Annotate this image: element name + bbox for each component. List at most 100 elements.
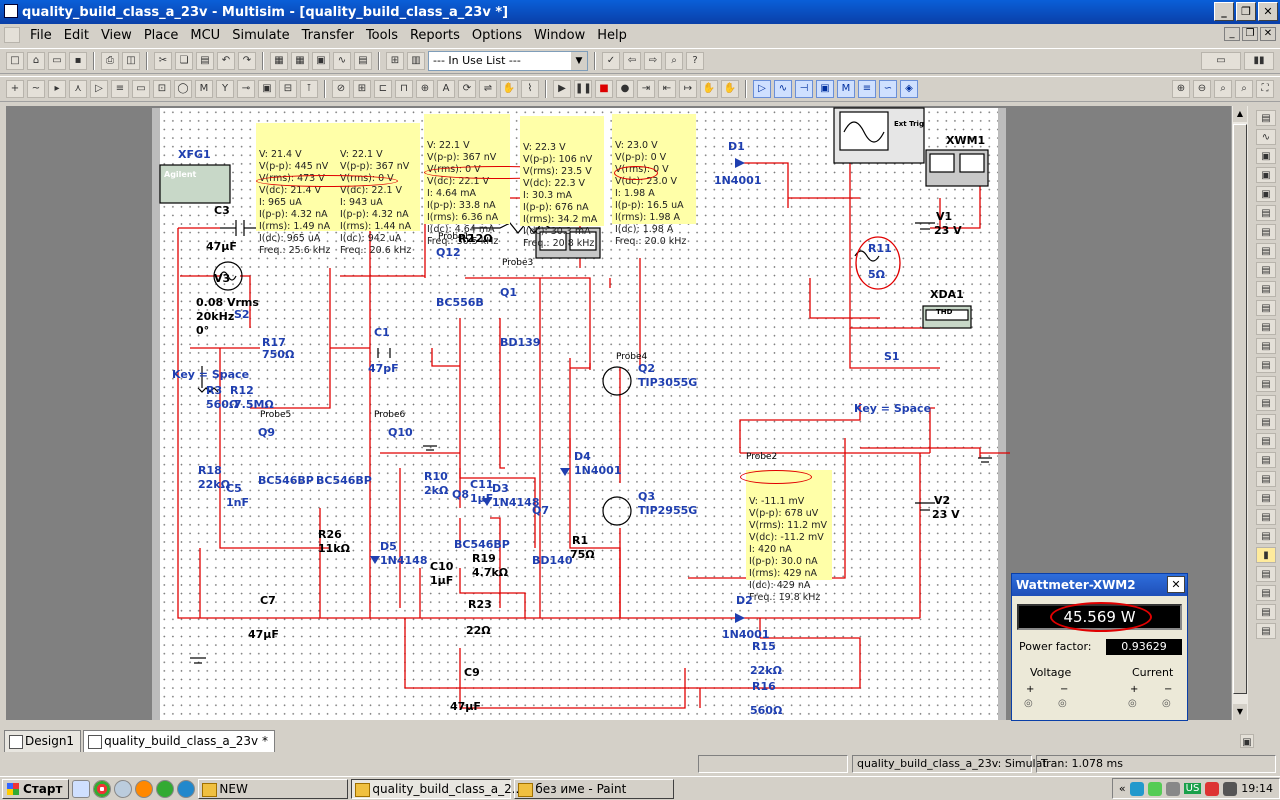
erc-icon[interactable]: ✓: [602, 52, 620, 70]
instrument-ni-elvis-icon[interactable]: ▤: [1256, 509, 1276, 525]
wattmeter-titlebar[interactable]: Wattmeter-XWM2 ✕: [1012, 574, 1187, 596]
menu-window[interactable]: Window: [534, 27, 586, 43]
database-icon[interactable]: ▣: [312, 52, 330, 70]
scroll-up-icon[interactable]: ▲: [1233, 106, 1247, 122]
antivirus-icon[interactable]: [1165, 781, 1180, 796]
transistor-icon[interactable]: ⋏: [69, 80, 87, 98]
printer-icon[interactable]: [1223, 781, 1238, 796]
close-button[interactable]: ✕: [1258, 2, 1278, 21]
language-indicator[interactable]: US: [1183, 783, 1202, 794]
step-icon[interactable]: ●: [616, 80, 634, 98]
start-button[interactable]: Старт: [2, 778, 70, 799]
in-use-list-dropdown[interactable]: --- In Use List ---: [428, 51, 588, 71]
comment-icon[interactable]: ⊏: [374, 80, 392, 98]
wattmeter-icon[interactable]: ⊣: [795, 80, 813, 98]
menu-transfer[interactable]: Transfer: [301, 27, 354, 43]
instrument-agilent-gen-icon[interactable]: ▤: [1256, 376, 1276, 392]
pause-icon[interactable]: ❚❚: [574, 80, 592, 98]
instrument-network-icon[interactable]: ▤: [1256, 357, 1276, 373]
multisim-app-icon[interactable]: [4, 4, 18, 18]
instrument-logic-converter-icon[interactable]: ▤: [1256, 281, 1276, 297]
vertical-scrollbar[interactable]: ▲ ▼: [1231, 106, 1248, 720]
oscilloscope-icon[interactable]: ▣: [816, 80, 834, 98]
doc-close-button[interactable]: ✕: [1260, 27, 1276, 41]
instrument-logic-analyzer-icon[interactable]: ▤: [1256, 262, 1276, 278]
instrument-measure-probe-icon[interactable]: ▤: [1256, 452, 1276, 468]
indicator-icon[interactable]: ◯: [174, 80, 192, 98]
cmos-icon[interactable]: ▭: [132, 80, 150, 98]
breakpoint-icon[interactable]: ✋: [700, 80, 718, 98]
firefox-icon[interactable]: [135, 779, 154, 798]
restore-button[interactable]: ❐: [1236, 2, 1256, 21]
toggle-full-screen-icon[interactable]: ▦: [270, 52, 288, 70]
zoom-search-icon[interactable]: ⌕: [665, 52, 683, 70]
basic-icon[interactable]: ~: [27, 80, 45, 98]
paste-icon[interactable]: ▤: [196, 52, 214, 70]
instrument-oscilloscope-icon[interactable]: ▣: [1256, 167, 1276, 183]
ttl-icon[interactable]: ≡: [111, 80, 129, 98]
instrument-4ch-scope-icon[interactable]: ▣: [1256, 186, 1276, 202]
instrument-spectrum-icon[interactable]: ▤: [1256, 338, 1276, 354]
electromech-icon[interactable]: ⊸: [237, 80, 255, 98]
mcu-icon[interactable]: ▣: [258, 80, 276, 98]
instrument-distortion-icon[interactable]: ▤: [1256, 319, 1276, 335]
function-generator-icon[interactable]: ∿: [774, 80, 792, 98]
tab-quality-build[interactable]: quality_build_class_a_23v *: [83, 730, 275, 752]
ladder-icon[interactable]: ⊞: [353, 80, 371, 98]
zoom-area-icon[interactable]: ⌕: [1214, 80, 1232, 98]
step-out-icon[interactable]: ⇤: [658, 80, 676, 98]
menu-help[interactable]: Help: [597, 27, 627, 43]
toggle-view-icon[interactable]: ▭: [1201, 52, 1241, 70]
scroll-down-icon[interactable]: ▼: [1233, 704, 1247, 720]
probe-icon[interactable]: ⊘: [332, 80, 350, 98]
voltage-minus-connector-icon[interactable]: ◎: [1058, 698, 1067, 709]
menu-place[interactable]: Place: [143, 27, 179, 43]
run-icon[interactable]: ▶: [553, 80, 571, 98]
graph-icon[interactable]: ⊓: [395, 80, 413, 98]
open-icon[interactable]: ⌂: [27, 52, 45, 70]
instrument-extra2-icon[interactable]: ▤: [1256, 566, 1276, 582]
voltage-plus-connector-icon[interactable]: ◎: [1024, 698, 1033, 709]
instrument-generator-icon[interactable]: ∿: [1256, 129, 1276, 145]
menu-simulate[interactable]: Simulate: [232, 27, 290, 43]
stop-icon[interactable]: ■: [595, 80, 613, 98]
menu-reports[interactable]: Reports: [409, 27, 460, 43]
current-plus-terminal[interactable]: +: [1130, 684, 1139, 695]
current-minus-connector-icon[interactable]: ◎: [1162, 698, 1171, 709]
instrument-iv-analyzer-icon[interactable]: ▤: [1256, 300, 1276, 316]
mixed-icon[interactable]: ⊡: [153, 80, 171, 98]
source-icon[interactable]: +: [6, 80, 24, 98]
zoom-in-icon[interactable]: ⊕: [1172, 80, 1190, 98]
wattmeter-close-button[interactable]: ✕: [1167, 576, 1185, 593]
analog-icon[interactable]: ▷: [90, 80, 108, 98]
tray-expand-icon[interactable]: «: [1118, 782, 1126, 795]
doc-minimize-button[interactable]: _: [1224, 27, 1240, 41]
new-icon[interactable]: □: [6, 52, 24, 70]
zoom-full-icon[interactable]: ⛶: [1256, 80, 1274, 98]
instrument-tek-scope-icon[interactable]: ▤: [1256, 433, 1276, 449]
diode-icon[interactable]: ▸: [48, 80, 66, 98]
spreadsheet-icon[interactable]: ▦: [291, 52, 309, 70]
instrument-multimeter-icon[interactable]: ▤: [1256, 110, 1276, 126]
menu-edit[interactable]: Edit: [63, 27, 89, 43]
zoom-fit-icon[interactable]: ⌕: [1235, 80, 1253, 98]
instrument-extra-icon[interactable]: ▤: [1256, 528, 1276, 544]
save-icon[interactable]: ▪: [69, 52, 87, 70]
document-icon[interactable]: [4, 27, 20, 43]
bode-plotter-icon[interactable]: M: [837, 80, 855, 98]
current-plus-connector-icon[interactable]: ◎: [1128, 698, 1137, 709]
task-multisim[interactable]: quality_build_class_a_2...: [351, 778, 523, 799]
instrument-word-gen-icon[interactable]: ▤: [1256, 243, 1276, 259]
open-folder-icon[interactable]: ▭: [48, 52, 66, 70]
hand-icon[interactable]: ✋: [500, 80, 518, 98]
dock-icon[interactable]: ▣: [1240, 734, 1254, 748]
logic-converter-icon[interactable]: ◈: [900, 80, 918, 98]
grapher-icon[interactable]: ∿: [333, 52, 351, 70]
instrument-bode-icon[interactable]: ▤: [1256, 205, 1276, 221]
back-annotate-icon[interactable]: ⇦: [623, 52, 641, 70]
flip-icon[interactable]: ⇌: [479, 80, 497, 98]
copy-icon[interactable]: ❏: [175, 52, 193, 70]
instrument-extra3-icon[interactable]: ▤: [1256, 585, 1276, 601]
instrument-wattmeter-icon[interactable]: ▣: [1256, 148, 1276, 164]
rotate-icon[interactable]: ⟳: [458, 80, 476, 98]
